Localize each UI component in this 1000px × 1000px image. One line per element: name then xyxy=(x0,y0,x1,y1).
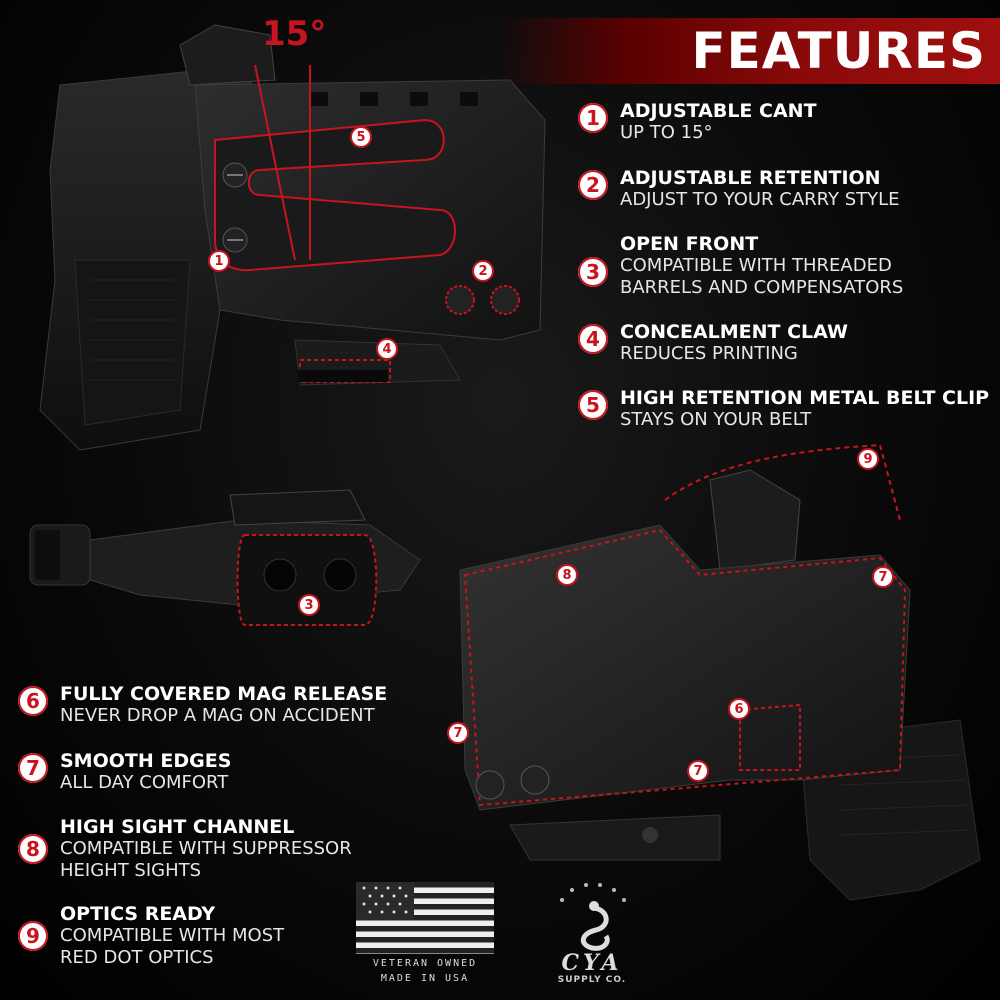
feature-title: CONCEALMENT CLAW xyxy=(620,321,848,343)
feature-description: BARRELS AND COMPENSATORS xyxy=(620,277,904,298)
feature-number-badge: 2 xyxy=(578,170,608,200)
american-flag-icon xyxy=(356,882,494,954)
feature-number-badge: 7 xyxy=(18,753,48,783)
callout-3-mid: 3 xyxy=(298,594,320,616)
callout-5-top: 5 xyxy=(350,126,372,148)
callout-1-top: 1 xyxy=(208,250,230,272)
callout-7a-bot: 7 xyxy=(872,566,894,588)
feature-number-badge: 8 xyxy=(18,834,48,864)
feature-description: COMPATIBLE WITH MOST xyxy=(60,925,285,946)
veteran-owned-label: VETERAN OWNED xyxy=(372,958,478,969)
feature-title: OPEN FRONT xyxy=(620,233,759,255)
holster-side-view-image xyxy=(39,24,546,451)
brand-subtitle: SUPPLY CO. xyxy=(557,975,627,985)
brand-name: CYA xyxy=(561,950,623,976)
feature-description: RED DOT OPTICS xyxy=(60,947,214,968)
feature-description: HEIGHT SIGHTS xyxy=(60,860,202,881)
feature-number-badge: 9 xyxy=(18,921,48,951)
feature-number-badge: 5 xyxy=(578,390,608,420)
callout-7b-bot: 7 xyxy=(447,722,469,744)
feature-title: ADJUSTABLE CANT xyxy=(620,100,817,122)
feature-title: HIGH SIGHT CHANNEL xyxy=(60,816,295,838)
callout-4-top: 4 xyxy=(376,338,398,360)
cya-snake-logo-icon xyxy=(560,883,626,951)
feature-description: COMPATIBLE WITH SUPPRESSOR xyxy=(60,838,352,859)
callout-6-bot: 6 xyxy=(728,698,750,720)
holster-front-view-image xyxy=(29,489,421,626)
feature-number-badge: 4 xyxy=(578,324,608,354)
feature-number-badge: 6 xyxy=(18,686,48,716)
callout-7c-bot: 7 xyxy=(687,760,709,782)
feature-description: REDUCES PRINTING xyxy=(620,343,798,364)
feature-description: STAYS ON YOUR BELT xyxy=(620,409,812,430)
feature-description: ADJUST TO YOUR CARRY STYLE xyxy=(620,189,900,210)
feature-description: ALL DAY COMFORT xyxy=(60,772,229,793)
feature-number-badge: 1 xyxy=(578,103,608,133)
callout-8-bot: 8 xyxy=(556,564,578,586)
header-banner: FEATURES xyxy=(500,18,1000,84)
feature-title: SMOOTH EDGES xyxy=(60,750,232,772)
feature-number-badge: 3 xyxy=(578,257,608,287)
feature-title: OPTICS READY xyxy=(60,903,216,925)
holster-right-view-image xyxy=(459,443,981,901)
made-in-usa-label: MADE IN USA xyxy=(380,973,470,984)
feature-title: HIGH RETENTION METAL BELT CLIP xyxy=(620,387,990,409)
callout-9-bot: 9 xyxy=(857,448,879,470)
cant-angle-label: 15° xyxy=(262,14,327,54)
feature-description: NEVER DROP A MAG ON ACCIDENT xyxy=(60,705,375,726)
feature-description: COMPATIBLE WITH THREADED xyxy=(620,255,892,276)
page-title: FEATURES xyxy=(691,22,986,80)
callout-2-top: 2 xyxy=(472,260,494,282)
feature-title: FULLY COVERED MAG RELEASE xyxy=(60,683,388,705)
feature-title: ADJUSTABLE RETENTION xyxy=(620,167,881,189)
feature-description: UP TO 15° xyxy=(620,122,713,143)
